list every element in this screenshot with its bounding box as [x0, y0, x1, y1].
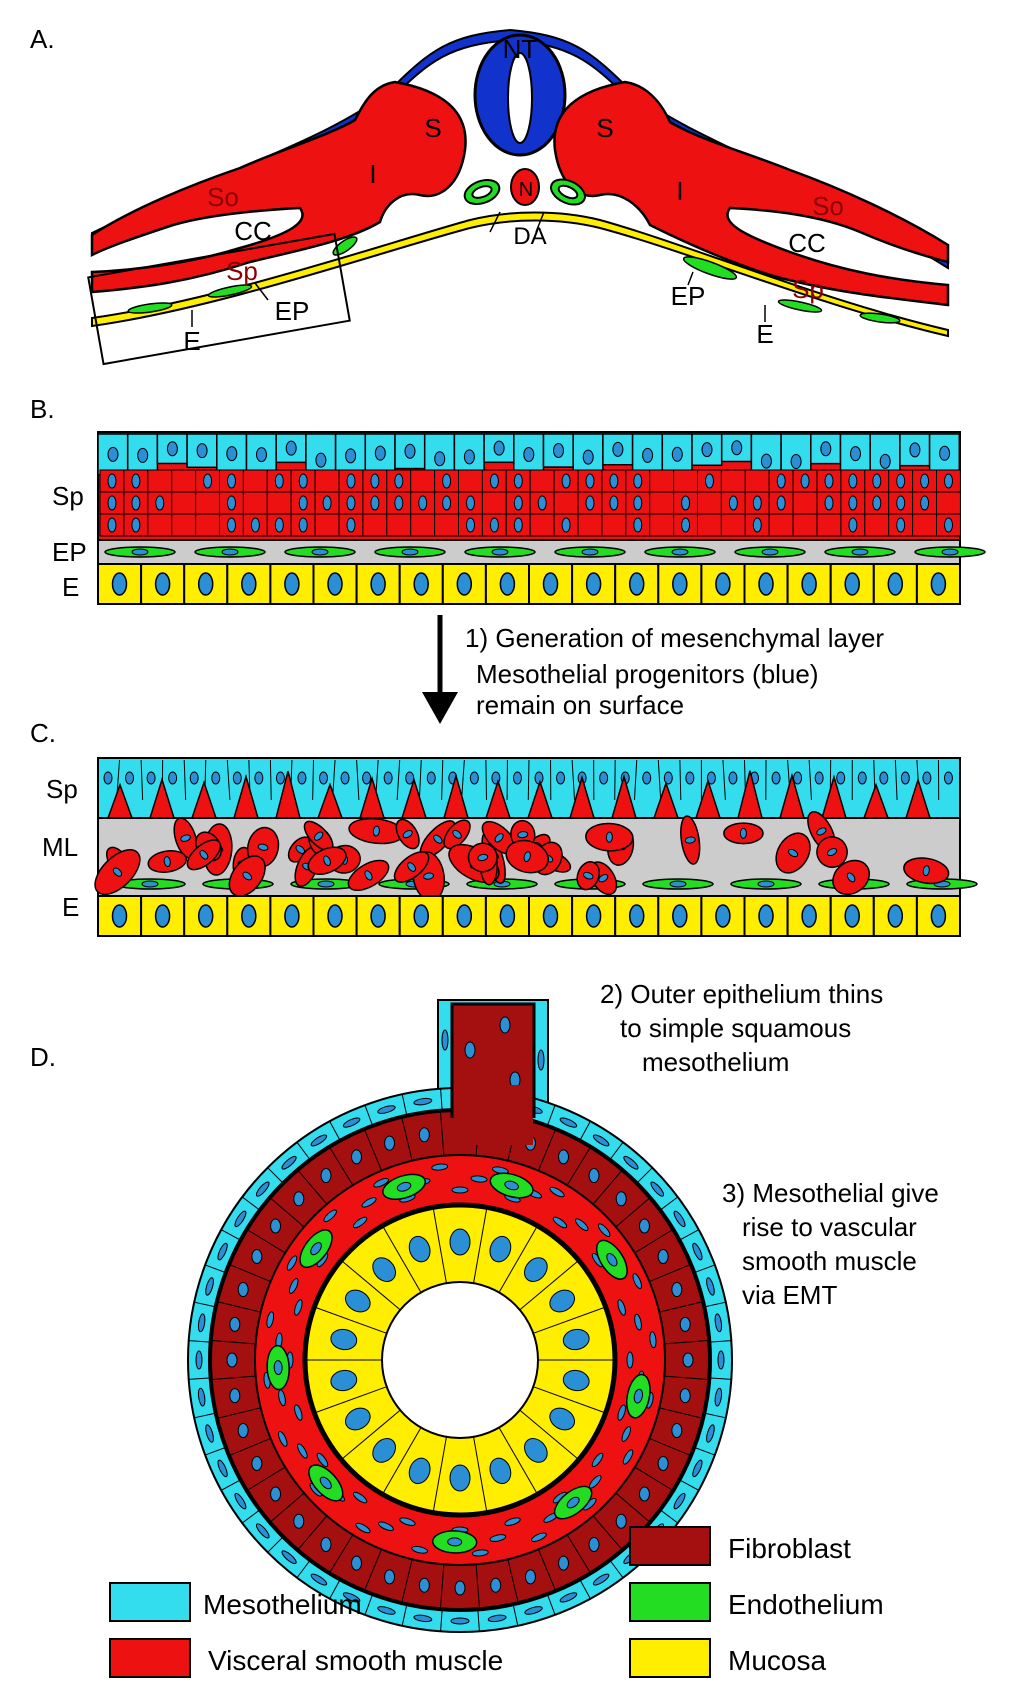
- panel-c-mesothelial-layer: [96, 757, 961, 819]
- step2-line3: mesothelium: [642, 1047, 789, 1077]
- label-i-left: I: [369, 159, 376, 189]
- step1-line1: 1) Generation of mesenchymal layer: [465, 623, 884, 653]
- step1-line2: Mesothelial progenitors (blue): [476, 659, 819, 689]
- step3-line4: via EMT: [742, 1280, 837, 1310]
- label-so-right: So: [812, 191, 844, 221]
- legend-label-mucosa: Mucosa: [728, 1645, 826, 1676]
- endoderm: [91, 211, 949, 338]
- step3-line1: 3) Mesothelial give: [722, 1178, 939, 1208]
- label-n: N: [519, 179, 533, 201]
- label-i-right: I: [676, 176, 683, 206]
- legend-swatch-endothelium: [629, 1582, 711, 1622]
- label-so-left: So: [207, 182, 239, 212]
- step2-line2: to simple squamous: [620, 1013, 851, 1043]
- legend-label-mesothelium: Mesothelium: [203, 1589, 362, 1620]
- inset-box: [87, 232, 351, 366]
- gut-mucosa-cells: [305, 1207, 615, 1513]
- panel-b-label-e: E: [62, 572, 79, 602]
- legend-label-fibroblast: Fibroblast: [728, 1533, 851, 1564]
- panel-c-mesenchymal-cells: [94, 811, 950, 902]
- label-cc-left: CC: [234, 216, 272, 246]
- panel-c-label-ml: ML: [42, 832, 78, 862]
- gut-lumen: [381, 1281, 539, 1439]
- step3-line2: rise to vascular: [742, 1212, 917, 1242]
- panel-a-letter: A.: [30, 24, 55, 54]
- panel-b: B. Sp EP E: [30, 394, 986, 605]
- label-ep-left: EP: [275, 296, 310, 326]
- panel-d: D. 2) Outer epithelium thins to si: [30, 979, 939, 1633]
- panel-b-muscle-cells: [99, 469, 961, 537]
- mesoderm-left: [90, 80, 467, 294]
- dorsal-aortae: [463, 178, 586, 206]
- panel-c-label-sp: Sp: [46, 774, 78, 804]
- step2-line1: 2) Outer epithelium thins: [600, 979, 883, 1009]
- label-sp-left: Sp: [226, 256, 258, 286]
- label-e-left: E: [183, 326, 200, 356]
- panel-a: A.: [30, 24, 950, 366]
- label-sp-right: Sp: [792, 274, 824, 304]
- step-1: 1) Generation of mesenchymal layer Mesot…: [422, 615, 884, 724]
- panel-b-letter: B.: [30, 394, 55, 424]
- legend: Fibroblast Mesothelium Endothelium Visce…: [109, 1526, 884, 1678]
- endothelial-precursors: [127, 236, 901, 324]
- mesoderm-right: [553, 80, 950, 307]
- legend-swatch-mucosa: [629, 1638, 711, 1678]
- panel-c: C. Sp ML E: [30, 718, 978, 937]
- label-s-left: S: [424, 113, 441, 143]
- label-e-right: E: [756, 319, 773, 349]
- panel-b-endothelial-cells: [104, 546, 986, 558]
- legend-swatch-fibroblast: [629, 1526, 711, 1566]
- panel-b-label-sp: Sp: [52, 481, 84, 511]
- panel-d-letter: D.: [30, 1042, 56, 1072]
- panel-b-mesothelial-layer: [97, 433, 961, 490]
- neural-tube: [473, 33, 567, 157]
- label-ep-right: EP: [671, 281, 706, 311]
- panel-c-label-e: E: [62, 892, 79, 922]
- panel-b-label-ep: EP: [52, 537, 87, 567]
- gut-fibroblast-nuclei: [210, 1110, 710, 1610]
- label-s-right: S: [596, 113, 613, 143]
- legend-swatch-mesothelium: [109, 1582, 191, 1622]
- label-da: DA: [513, 223, 546, 250]
- panel-c-letter: C.: [30, 718, 56, 748]
- gut-endothelial-cells: [266, 1172, 651, 1554]
- label-cc-right: CC: [788, 228, 826, 258]
- legend-label-muscle: Visceral smooth muscle: [208, 1645, 503, 1676]
- panel-b-endoderm-cells: [97, 563, 962, 605]
- label-nt: NT: [503, 34, 538, 64]
- step3-line3: smooth muscle: [742, 1246, 917, 1276]
- legend-swatch-muscle: [109, 1638, 191, 1678]
- panel-c-endoderm-cells: [97, 895, 962, 937]
- notochord: [510, 168, 540, 206]
- legend-label-endothelium: Endothelium: [728, 1589, 884, 1620]
- step1-line3: remain on surface: [476, 690, 684, 720]
